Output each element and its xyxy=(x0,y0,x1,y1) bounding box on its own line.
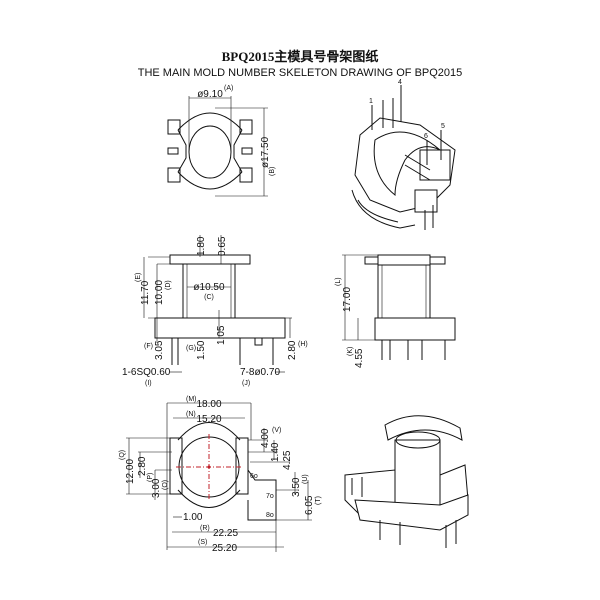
dim-v: 4.00 xyxy=(260,428,271,448)
bottom-view: 18.00 (M) 15.20 (N) 12.00 (Q) 2.80 (P) 3… xyxy=(119,396,322,554)
ref-u: (U) xyxy=(302,474,309,484)
center-hole xyxy=(188,125,232,179)
dim-s: 25.20 xyxy=(212,543,237,554)
ref-m: (M) xyxy=(186,396,197,403)
dim-o: 3.00 xyxy=(151,478,162,498)
dim-b: ø17.50 xyxy=(260,136,271,168)
ref-p: (P) xyxy=(147,473,154,482)
ref-d: (D) xyxy=(165,280,172,290)
dim-p: 2.80 xyxy=(137,456,148,476)
isometric-top-view: 1 4 6 5 xyxy=(351,79,456,230)
dim-h: 2.80 xyxy=(287,340,298,360)
dim-u: 3.50 xyxy=(291,477,302,497)
dim-n: 15.20 xyxy=(196,414,221,425)
ref-g: (G) xyxy=(186,345,196,352)
pin-label-5: 5 xyxy=(441,123,445,130)
dim-k: 4.55 xyxy=(354,348,365,368)
dim-1-40: 1.40 xyxy=(270,442,281,462)
dim-1-00: 1.00 xyxy=(183,512,203,523)
side-view: 17.00 (L) 4.55 (K) xyxy=(335,254,456,368)
ref-v: (V) xyxy=(272,427,281,434)
drawing-subtitle: THE MAIN MOLD NUMBER SKELETON DRAWING OF… xyxy=(138,67,463,79)
pin-label-8o: 8o xyxy=(266,512,274,519)
ref-j: (J) xyxy=(242,380,250,387)
pin-label-7o: 7o xyxy=(266,493,274,500)
pin-label-6: 6 xyxy=(424,133,428,140)
ref-f: (F) xyxy=(144,343,153,350)
ref-o: (O) xyxy=(162,480,169,490)
dim-q: 12.00 xyxy=(125,459,136,484)
dim-1-80: 1.80 xyxy=(196,236,207,256)
ref-b: (B) xyxy=(269,167,276,176)
ref-h: (H) xyxy=(298,341,308,348)
dim-j: 7-8ø0.70 xyxy=(240,367,280,378)
base xyxy=(154,317,286,339)
dim-t: 6.05 xyxy=(304,495,315,515)
dim-1-05: 1.05 xyxy=(216,325,227,345)
dim-m: 18.00 xyxy=(196,399,221,410)
ref-c: (C) xyxy=(204,294,214,301)
ref-q: (Q) xyxy=(119,450,126,460)
dim-4-25: 4.25 xyxy=(282,450,293,470)
ref-k: (K) xyxy=(347,347,354,356)
drawing-title: BPQ2015主模具号骨架图纸 xyxy=(222,49,379,64)
ref-i: (I) xyxy=(145,380,152,387)
pin-label-1: 1 xyxy=(369,98,373,105)
dim-e: 11.70 xyxy=(140,280,151,305)
ref-s: (S) xyxy=(198,539,207,546)
dim-a: ø9.10 xyxy=(197,89,223,100)
dim-c: ø10.50 xyxy=(193,282,225,293)
ref-t: (T) xyxy=(315,496,322,505)
dim-d: 10.00 xyxy=(154,280,165,305)
ref-a: (A) xyxy=(224,85,233,92)
top-flange xyxy=(169,254,251,265)
isometric-bottom-view xyxy=(344,415,469,548)
dim-g: 1.50 xyxy=(196,340,207,360)
dim-r: 22.25 xyxy=(213,528,238,539)
dim-f: 3.05 xyxy=(154,340,165,360)
dim-l: 17.00 xyxy=(342,287,353,312)
ref-l: (L) xyxy=(335,277,342,286)
ref-r: (R) xyxy=(200,525,210,532)
side-coil-body xyxy=(377,264,431,319)
dim-i: 1-6SQ0.60 xyxy=(122,367,171,378)
dim-0-65: 0.65 xyxy=(217,236,228,256)
top-view-outline xyxy=(177,112,243,190)
pin-label-4: 4 xyxy=(398,79,402,86)
front-view: 11.70 (E) 10.00 (D) 1.80 0.65 ø10.50 (C)… xyxy=(122,235,308,387)
ref-e: (E) xyxy=(135,273,142,282)
pin-label-6o: 6o xyxy=(250,473,258,480)
ref-n: (N) xyxy=(186,411,196,418)
top-view: ø9.10 (A) ø17.50 (B) xyxy=(167,85,276,197)
